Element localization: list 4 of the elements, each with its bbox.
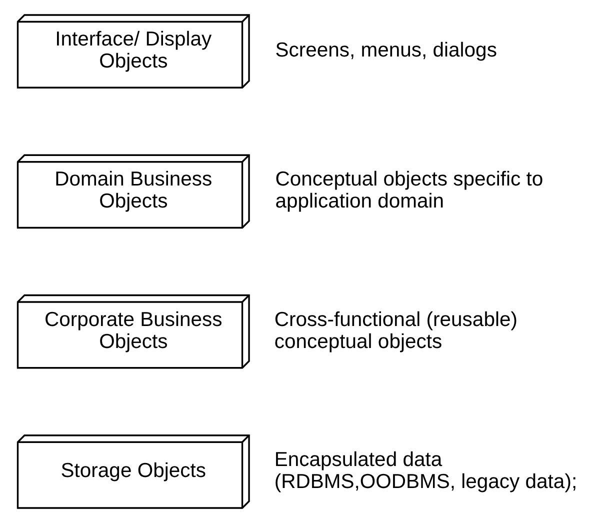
node-label: Screens, menus, dialogs	[274, 40, 496, 62]
node-label: Cross-functional (reusable) conceptual objects	[274, 308, 517, 353]
node-label: Encapsulated data (RDBMS,OODBMS, legacy data);	[274, 448, 577, 493]
node-label: Conceptual objects specific to application domain	[274, 168, 543, 213]
